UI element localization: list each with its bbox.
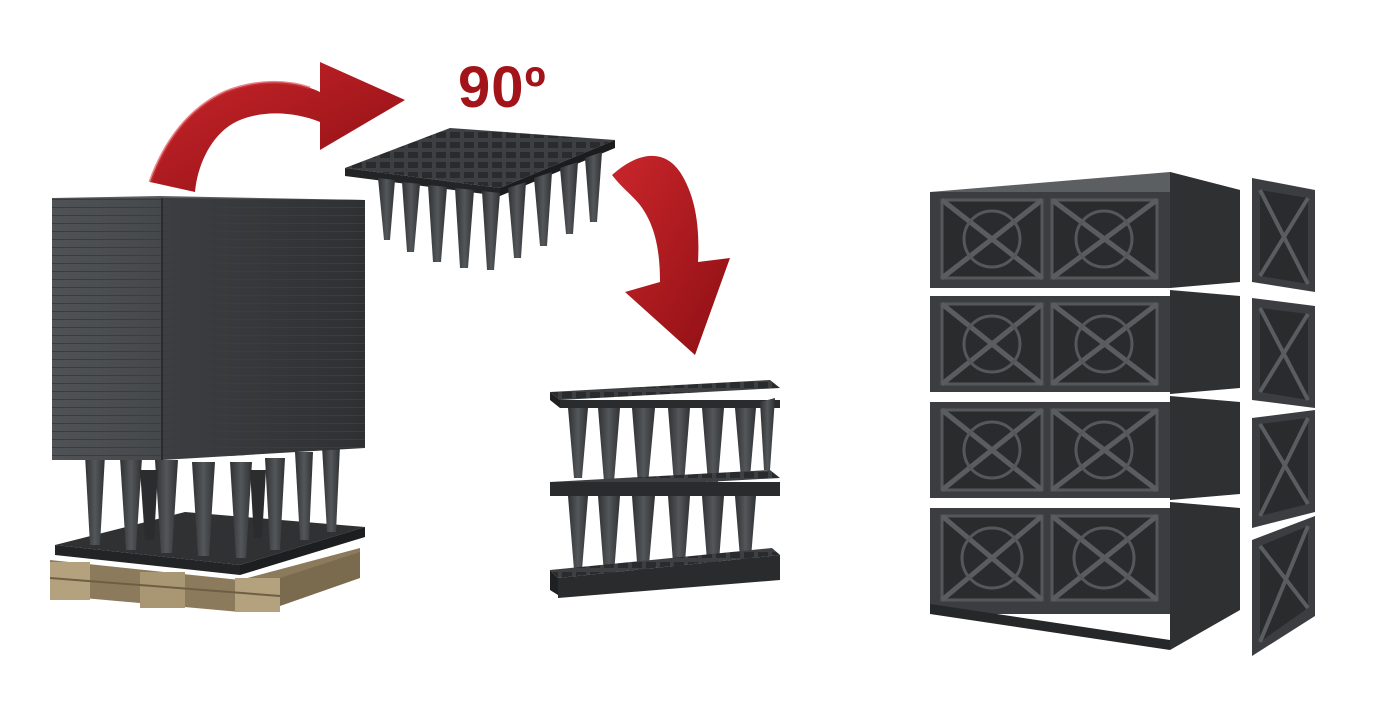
stacked-units-on-pallet [49, 196, 365, 612]
crate-level-2 [930, 290, 1240, 394]
crate-level-3 [930, 396, 1240, 500]
side-panel-1 [1252, 178, 1315, 292]
down-arrow-icon [612, 155, 730, 355]
side-panels [1252, 178, 1315, 656]
side-panel-3 [1252, 410, 1315, 528]
side-panel-2 [1252, 298, 1315, 408]
crate-level-4 [930, 502, 1240, 650]
wooden-pallet [49, 548, 360, 612]
crate-level-1 [930, 172, 1240, 288]
rotation-angle-label: 90º [458, 55, 547, 120]
rotating-unit [345, 128, 615, 270]
support-cones [85, 446, 340, 558]
side-panel-4 [1252, 516, 1315, 656]
two-stacked-units [550, 380, 780, 598]
assembled-crate-stack [930, 172, 1240, 650]
curved-arrow-icon [150, 62, 405, 192]
